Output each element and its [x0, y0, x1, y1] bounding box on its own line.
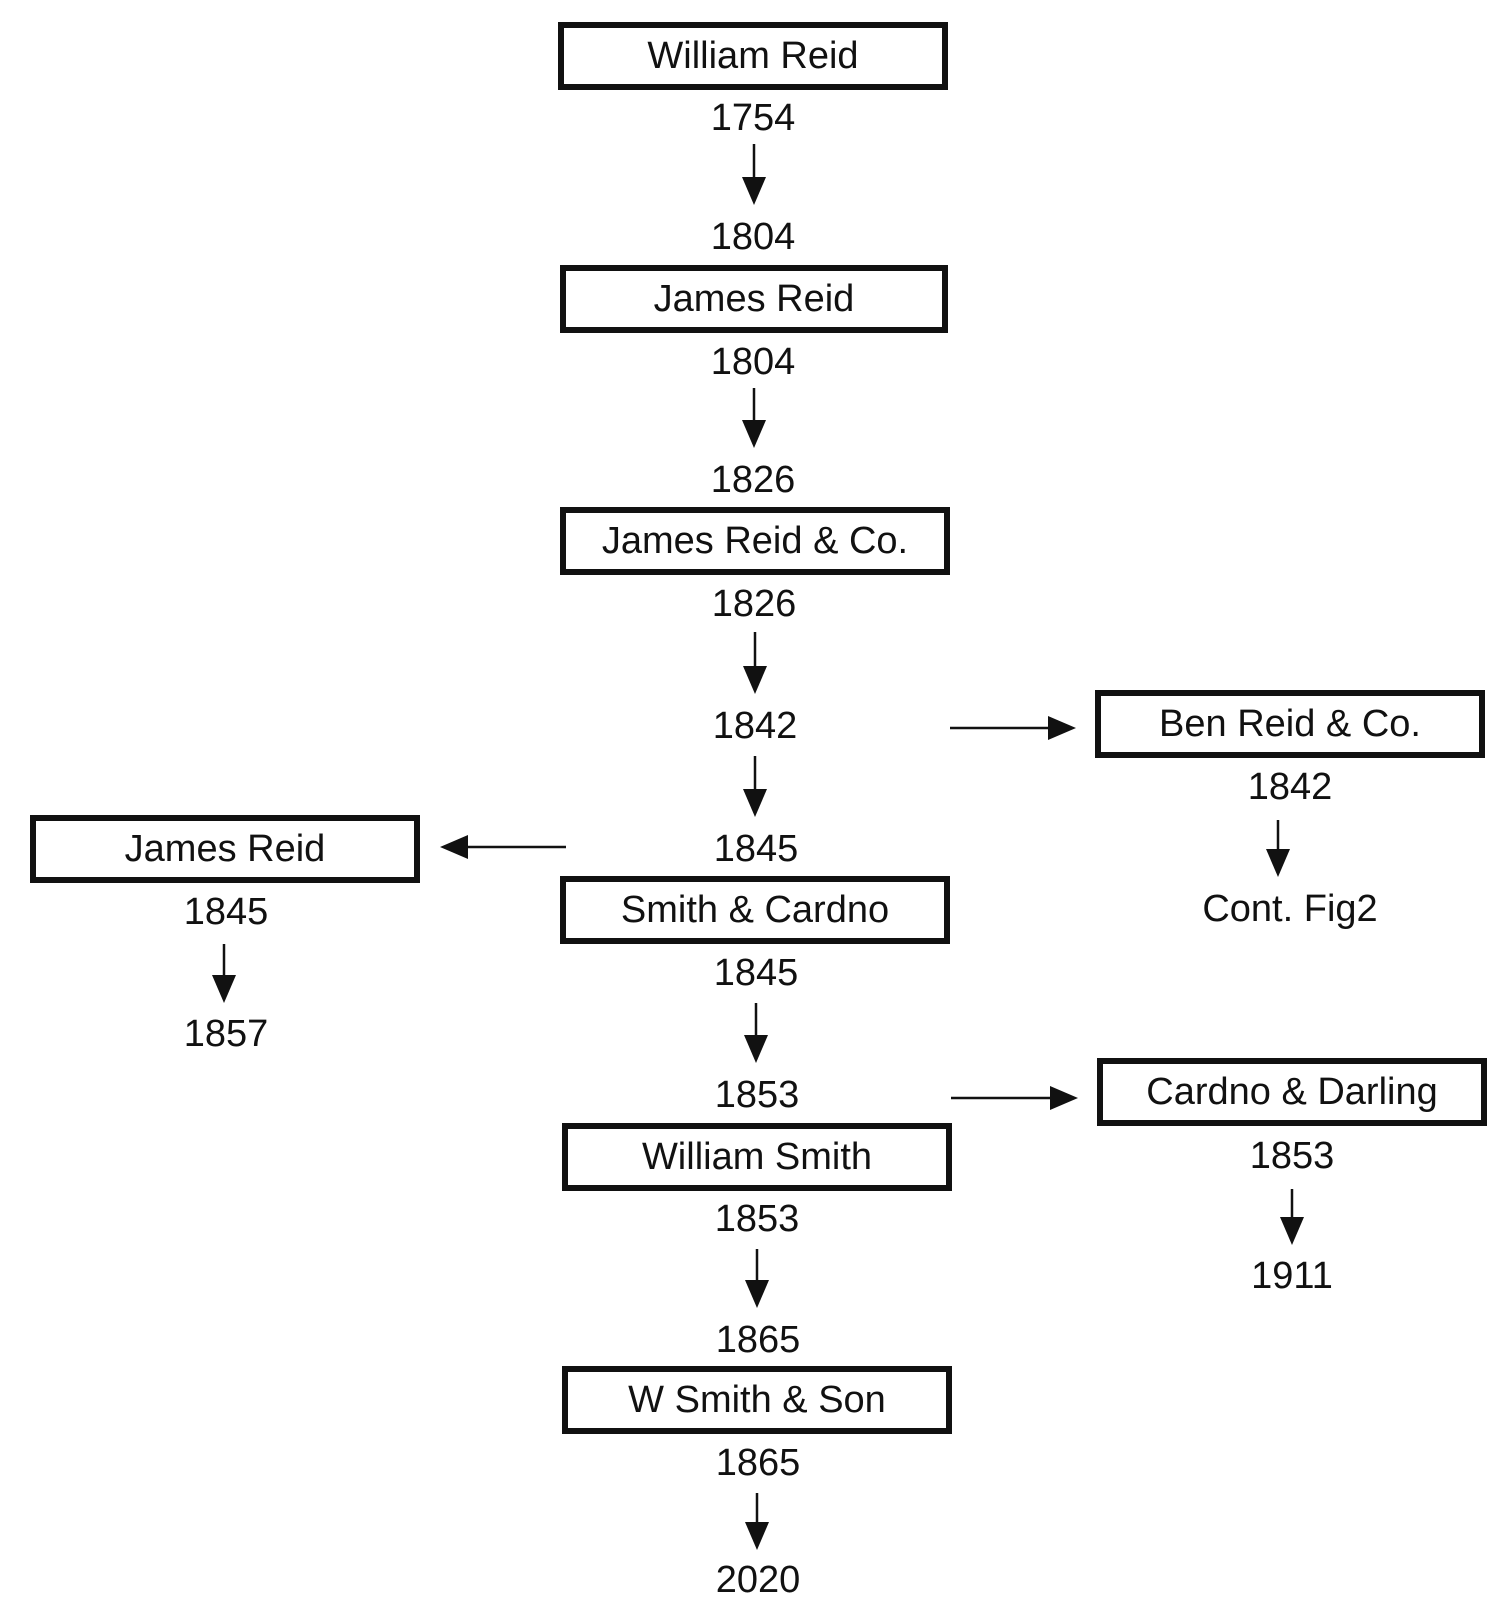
year-1865-end: 1865 — [715, 1319, 801, 1361]
arrow-ben-reid-cont — [1266, 820, 1290, 877]
year-1911: 1911 — [1251, 1255, 1333, 1297]
year-2020: 2020 — [715, 1559, 801, 1601]
box-william-reid: William Reid — [558, 22, 948, 90]
year-1804-end: 1804 — [710, 216, 796, 258]
box-ben-reid-co: Ben Reid & Co. — [1095, 690, 1485, 758]
arrow-1853-1865 — [745, 1249, 769, 1308]
box-james-reid-co: James Reid & Co. — [560, 507, 950, 575]
year-1826-end: 1826 — [710, 459, 796, 501]
year-1826-start: 1826 — [711, 583, 797, 625]
year-1853-split: 1853 — [714, 1074, 800, 1116]
box-james-reid: James Reid — [560, 265, 948, 333]
box-label: James Reid — [653, 277, 855, 320]
box-label: William Smith — [641, 1135, 873, 1178]
year-1842-split: 1842 — [712, 705, 798, 747]
box-william-smith: William Smith — [562, 1123, 952, 1191]
arrow-1804-1826 — [742, 388, 766, 448]
box-smith-cardno: Smith & Cardno — [560, 876, 950, 944]
year-1845-smith: 1845 — [713, 952, 799, 994]
box-james-reid-branch: James Reid — [30, 815, 420, 883]
box-cardno-darling: Cardno & Darling — [1097, 1058, 1487, 1126]
arrow-1853-1911 — [1280, 1189, 1304, 1245]
year-1804-start: 1804 — [710, 341, 796, 383]
box-label: Cardno & Darling — [1146, 1070, 1438, 1113]
year-1853-cardno: 1853 — [1249, 1135, 1335, 1177]
box-label: Smith & Cardno — [620, 888, 890, 931]
arrow-1845-1853 — [744, 1003, 768, 1063]
year-1857: 1857 — [183, 1013, 269, 1055]
arrow-1845-to-james-reid — [440, 835, 566, 859]
box-label: William Reid — [647, 34, 859, 77]
year-1853-smith: 1853 — [714, 1198, 800, 1240]
box-w-smith-son: W Smith & Son — [562, 1366, 952, 1434]
arrow-1853-to-cardno-darling — [951, 1086, 1078, 1110]
arrow-1826-1842 — [743, 632, 767, 694]
box-label: Ben Reid & Co. — [1159, 702, 1421, 745]
year-1865-start: 1865 — [715, 1442, 801, 1484]
arrow-1842-1845 — [743, 756, 767, 817]
continuation-note: Cont. Fig2 — [1202, 888, 1378, 930]
arrow-1754-1804 — [742, 144, 766, 205]
box-label: W Smith & Son — [628, 1378, 886, 1421]
year-1842-ben: 1842 — [1247, 766, 1333, 808]
arrow-1845-1857 — [212, 944, 236, 1003]
year-1754: 1754 — [710, 97, 796, 139]
arrow-1865-2020 — [745, 1493, 769, 1550]
year-1845-james: 1845 — [183, 891, 269, 933]
box-label: James Reid — [124, 827, 326, 870]
arrow-1842-to-ben-reid — [950, 716, 1076, 740]
year-1845-split: 1845 — [713, 828, 799, 870]
box-label: James Reid & Co. — [601, 519, 909, 562]
